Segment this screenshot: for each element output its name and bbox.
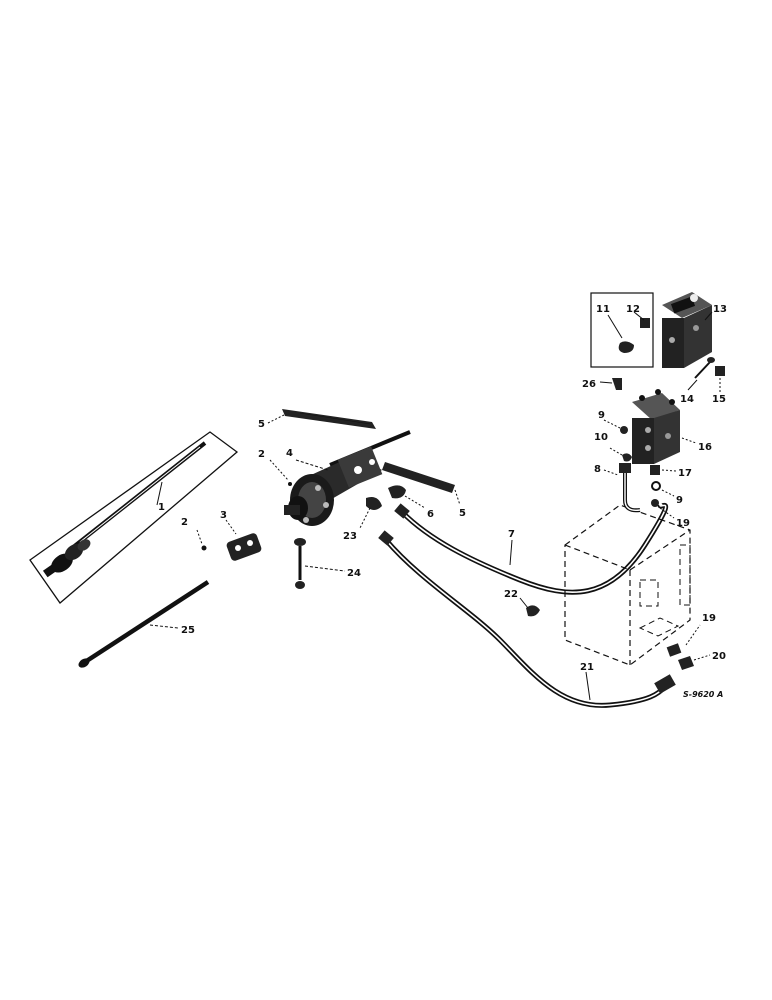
callout-23: 23	[343, 531, 357, 542]
part-19-fitting	[666, 624, 701, 657]
callout-17: 17	[678, 468, 692, 479]
part-20-fitting	[678, 654, 711, 670]
part-26-elbow	[599, 378, 622, 390]
callout-14: 14	[680, 394, 694, 405]
callout-7: 7	[508, 529, 515, 540]
callout-22: 22	[504, 589, 518, 600]
part-4-steering-gear	[269, 430, 411, 526]
drawing-reference-code: S-9620 A	[683, 690, 723, 699]
part-16-valve	[632, 389, 697, 464]
callout-2-top: 2	[258, 449, 265, 460]
callout-5-right: 5	[459, 508, 466, 519]
part-13-valve	[662, 292, 713, 368]
part-22-fitting	[519, 597, 540, 617]
callout-26: 26	[582, 379, 596, 390]
part-5-upper-strap	[267, 409, 376, 429]
callout-24: 24	[347, 568, 361, 579]
part-2-pin	[196, 529, 207, 551]
callout-6: 6	[427, 509, 434, 520]
callout-15: 15	[712, 394, 726, 405]
callout-4: 4	[286, 448, 293, 459]
parts-11-12-box	[590, 292, 654, 368]
callout-5-top: 5	[258, 419, 265, 430]
callout-13: 13	[713, 304, 727, 315]
callout-10: 10	[594, 432, 608, 443]
callout-12: 12	[626, 304, 640, 315]
callout-16: 16	[698, 442, 712, 453]
small-fittings	[603, 419, 677, 519]
part-5-lower-strap	[382, 462, 461, 506]
part-1-frame	[29, 431, 239, 604]
part-3-clamp	[225, 519, 262, 561]
callout-20: 20	[712, 651, 726, 662]
part-14-bolt	[687, 357, 715, 391]
part-25-rod	[78, 580, 210, 668]
part-6-fitting	[388, 485, 426, 509]
part-8-tube	[603, 463, 641, 513]
reservoir-tank	[564, 504, 691, 666]
part-1-steering-shaft-group	[29, 431, 239, 604]
callout-19-lower: 19	[702, 613, 716, 624]
callout-21: 21	[580, 662, 594, 673]
callout-8: 8	[594, 464, 601, 475]
callout-labels: 1 2 2 3 4 5 5 6 7 8 9 9 10 11 12 13 14 1…	[158, 304, 727, 673]
part-21-hose	[378, 530, 676, 708]
callout-11: 11	[596, 304, 610, 315]
callout-9-top: 9	[598, 410, 605, 421]
callout-3: 3	[220, 510, 227, 521]
callout-25: 25	[181, 625, 195, 636]
part-15-plug	[715, 366, 725, 392]
part-7-hose	[394, 502, 669, 595]
callout-19-upper: 19	[676, 518, 690, 529]
callout-1: 1	[158, 502, 165, 513]
part-24-bolt	[294, 538, 346, 589]
part-23-fitting	[359, 497, 382, 529]
callout-9-bottom: 9	[676, 495, 683, 506]
part-1-u-joint	[42, 539, 91, 578]
callout-2-left: 2	[181, 517, 188, 528]
